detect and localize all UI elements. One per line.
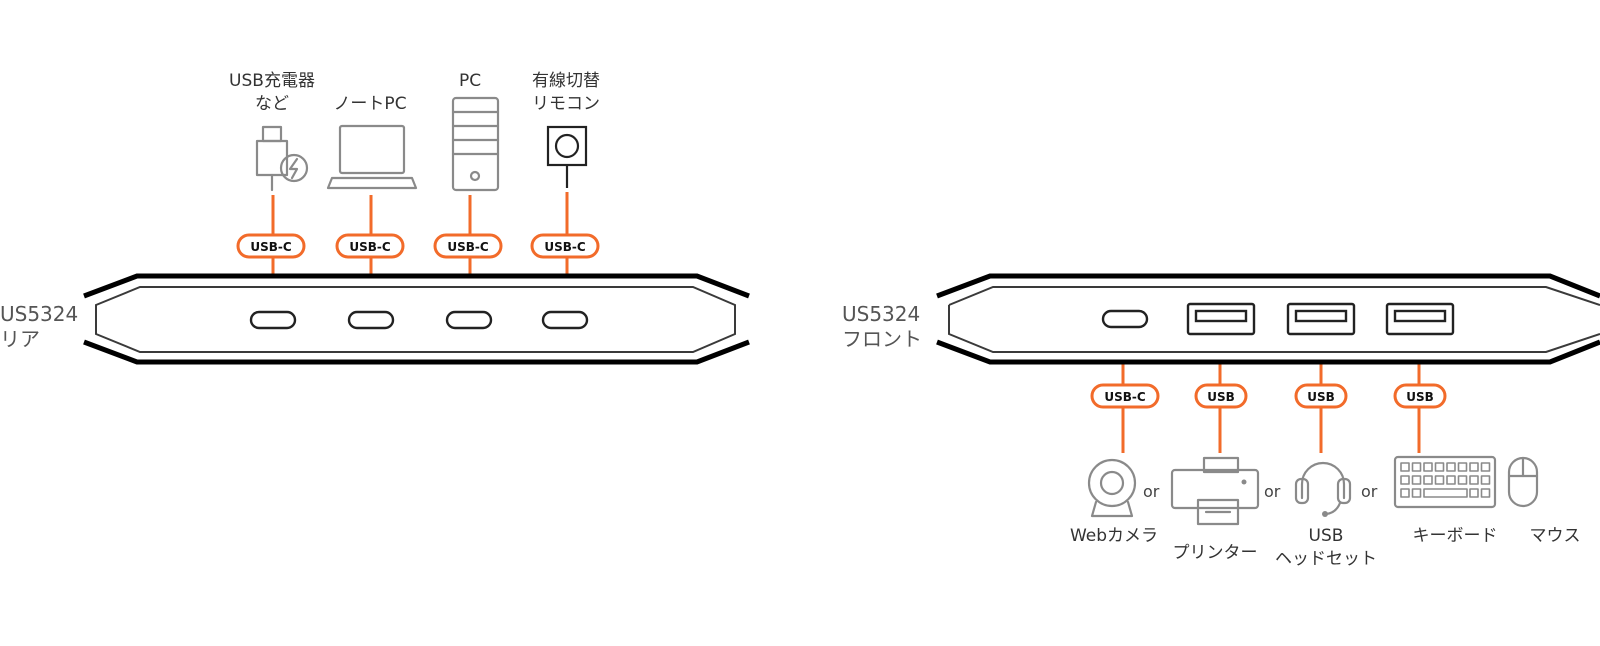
front-usb-a-port-1 bbox=[1186, 302, 1256, 336]
printer-label: プリンター bbox=[1173, 543, 1258, 563]
front-panel-label-line1: US5324 bbox=[842, 302, 920, 326]
rear-panel-label-line1: US5324 bbox=[0, 302, 78, 326]
webcam-icon bbox=[1087, 458, 1137, 518]
desktop-pc-icon bbox=[451, 96, 500, 192]
remote-switch-icon bbox=[546, 125, 588, 188]
webcam-label: Webカメラ bbox=[1070, 526, 1158, 546]
charger-icon bbox=[255, 125, 309, 192]
headset-icon bbox=[1294, 461, 1352, 517]
front-usb-a-port-2 bbox=[1286, 302, 1356, 336]
rear-badge-3: USB-C bbox=[433, 233, 503, 259]
front-panel-label-line2: フロント bbox=[842, 327, 922, 351]
front-usb-a-port-3 bbox=[1385, 302, 1455, 336]
rear-device-1-label-line1: USB充電器 bbox=[229, 71, 315, 91]
rear-device-1-label-line2: など bbox=[255, 94, 289, 114]
svg-text:USB: USB bbox=[1307, 390, 1335, 404]
svg-text:USB-C: USB-C bbox=[447, 240, 489, 254]
rear-usb-c-port-4 bbox=[541, 310, 589, 330]
front-panel: USB-C USB USB USB or or bbox=[842, 273, 1600, 569]
rear-usb-c-port-1 bbox=[249, 310, 297, 330]
keyboard-icon bbox=[1393, 455, 1497, 509]
front-badge-3: USB bbox=[1294, 383, 1348, 409]
rear-badge-2: USB-C bbox=[335, 233, 405, 259]
rear-badge-4: USB-C bbox=[530, 233, 600, 259]
front-badge-2: USB bbox=[1194, 383, 1248, 409]
svg-text:USB-C: USB-C bbox=[1104, 390, 1146, 404]
rear-device-4-label-line2: リモコン bbox=[532, 94, 600, 114]
svg-text:USB-C: USB-C bbox=[250, 240, 292, 254]
svg-text:USB: USB bbox=[1406, 390, 1434, 404]
keyboard-label: キーボード bbox=[1413, 526, 1498, 546]
laptop-icon bbox=[326, 124, 418, 190]
front-usb-c-port bbox=[1101, 309, 1149, 329]
rear-panel-label-line2: リア bbox=[0, 327, 40, 351]
front-badge-4: USB bbox=[1393, 383, 1447, 409]
rear-usb-c-port-2 bbox=[347, 310, 395, 330]
mouse-icon bbox=[1507, 456, 1539, 508]
rear-device-2-label: ノートPC bbox=[333, 94, 406, 114]
rear-badge-1: USB-C bbox=[236, 233, 306, 259]
or-text-1: or bbox=[1143, 482, 1160, 501]
svg-text:USB-C: USB-C bbox=[349, 240, 391, 254]
front-badge-1: USB-C bbox=[1090, 383, 1160, 409]
svg-text:USB: USB bbox=[1207, 390, 1235, 404]
rear-panel: USB充電器 など ノートPC PC 有線切替 リモコン bbox=[0, 71, 750, 365]
or-text-2: or bbox=[1264, 482, 1281, 501]
headset-label-line1: USB bbox=[1309, 526, 1344, 546]
printer-icon bbox=[1170, 456, 1260, 526]
rear-device-4-label-line1: 有線切替 bbox=[532, 71, 600, 91]
headset-label-line2: ヘッドセット bbox=[1275, 549, 1377, 569]
mouse-label: マウス bbox=[1530, 526, 1581, 546]
rear-usb-c-port-3 bbox=[445, 310, 493, 330]
or-text-3: or bbox=[1361, 482, 1378, 501]
rear-device-3-label: PC bbox=[459, 71, 481, 91]
svg-text:USB-C: USB-C bbox=[544, 240, 586, 254]
